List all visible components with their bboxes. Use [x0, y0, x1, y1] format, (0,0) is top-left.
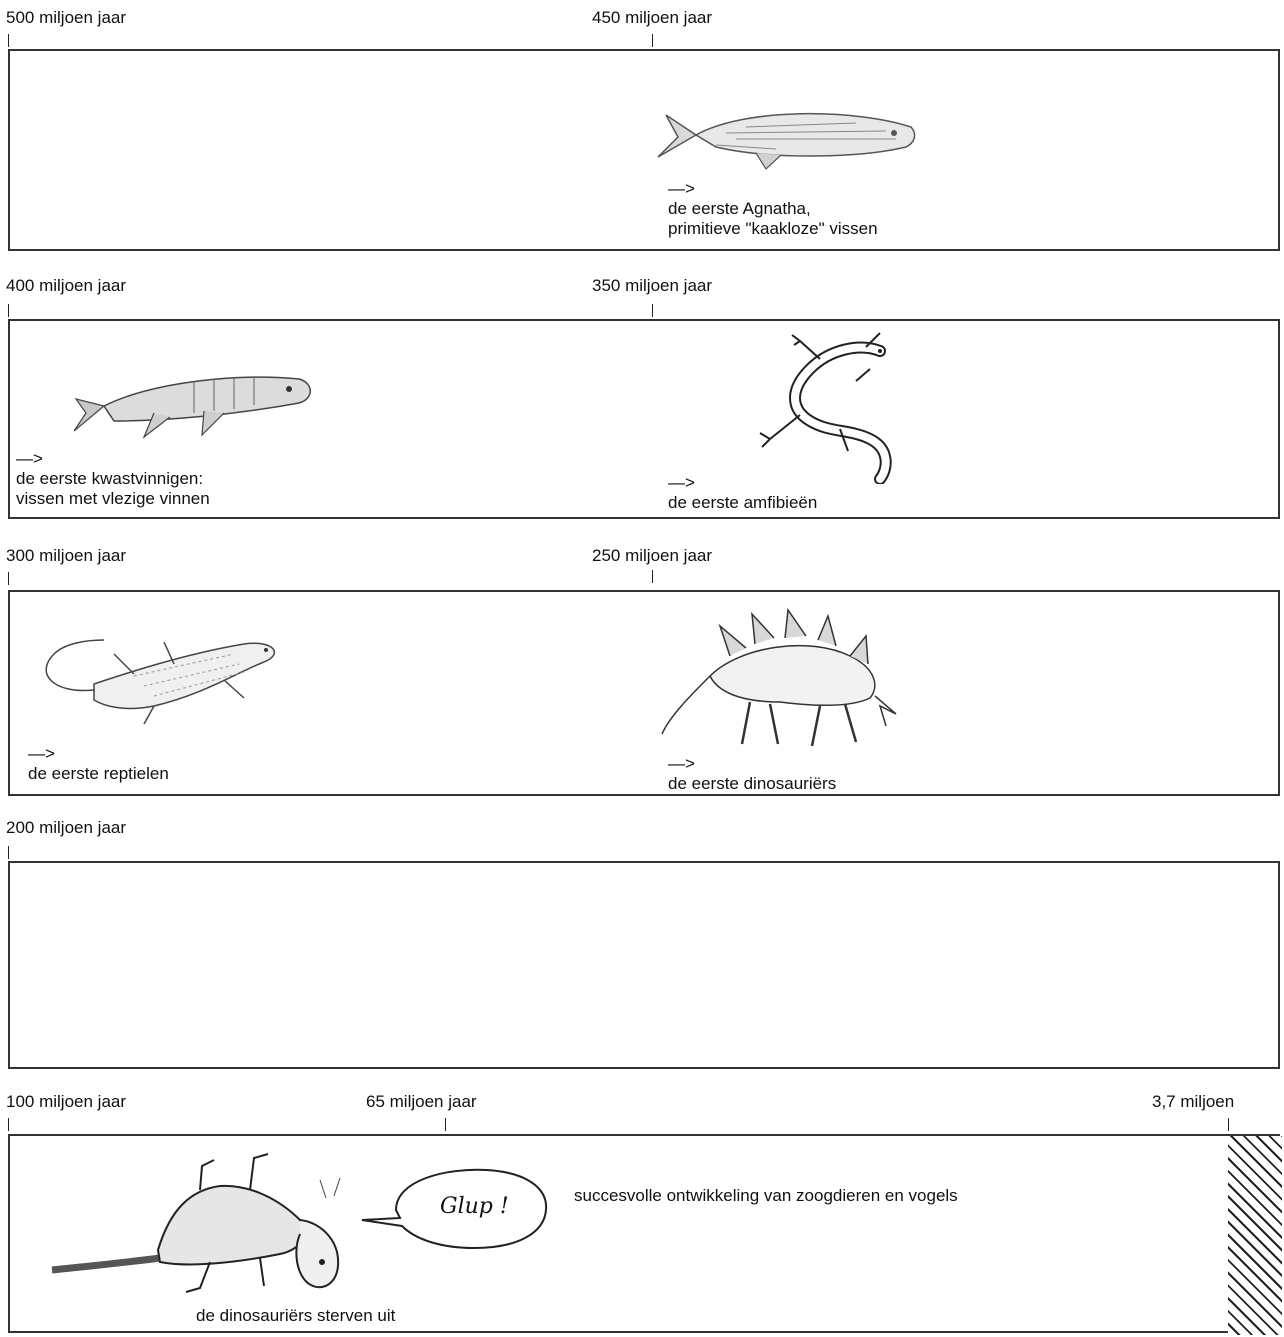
event-arrow: —> — [16, 449, 43, 469]
timeline-band-3: —> de eerste reptielen —> de eerste dino… — [8, 590, 1280, 796]
present-era-hatch — [1228, 1136, 1282, 1335]
amphibian-icon — [730, 329, 900, 484]
timeline-label-350: 350 miljoen jaar — [592, 276, 712, 296]
timeline-label-65: 65 miljoen jaar — [366, 1092, 477, 1112]
timeline-label-500: 500 miljoen jaar — [6, 8, 126, 28]
timeline-band-1: —> de eerste Agnatha, primitieve "kaaklo… — [8, 49, 1280, 251]
timeline-label-300: 300 miljoen jaar — [6, 546, 126, 566]
timeline-tick-300 — [8, 572, 9, 585]
lizard-icon — [34, 614, 294, 734]
timeline-tick-400 — [8, 304, 9, 317]
event-caption-line: de eerste dinosauriërs — [668, 774, 836, 794]
timeline-tick-100 — [8, 1118, 9, 1131]
timeline-band-4 — [8, 861, 1280, 1069]
timeline-tick-65 — [445, 1118, 446, 1131]
timeline-label-450: 450 miljoen jaar — [592, 8, 712, 28]
timeline-tick-450 — [652, 34, 653, 47]
event-arrow: —> — [668, 179, 695, 199]
fish-icon — [656, 87, 926, 177]
event-caption-line: de eerste amfibieën — [668, 493, 817, 513]
timeline-tick-500 — [8, 34, 9, 47]
timeline-band-5: Glup ! succesvolle ontwikkeling van zoog… — [8, 1134, 1280, 1333]
timeline-label-3-7: 3,7 miljoen — [1152, 1092, 1234, 1112]
timeline-tick-200 — [8, 846, 9, 859]
event-caption-line: de eerste kwastvinnigen: — [16, 469, 203, 489]
event-caption-line: de dinosauriërs sterven uit — [196, 1306, 395, 1326]
event-arrow: —> — [28, 744, 55, 764]
event-caption-line: vissen met vlezige vinnen — [16, 489, 210, 509]
timeline-label-200: 200 miljoen jaar — [6, 818, 126, 838]
event-caption-line: de eerste Agnatha, — [668, 199, 811, 219]
timeline-label-100: 100 miljoen jaar — [6, 1092, 126, 1112]
event-caption-line: primitieve "kaakloze" vissen — [668, 219, 878, 239]
timeline-label-400: 400 miljoen jaar — [6, 276, 126, 296]
lobe-finned-fish-icon — [74, 351, 334, 441]
timeline-tick-350 — [652, 304, 653, 317]
speech-bubble-text: Glup ! — [440, 1194, 509, 1219]
event-arrow: —> — [668, 473, 695, 493]
stegosaurus-icon — [660, 606, 900, 751]
event-caption-line: succesvolle ontwikkeling van zoogdieren … — [574, 1186, 958, 1206]
timeline-tick-3-7 — [1228, 1118, 1229, 1131]
timeline-band-2: —> de eerste kwastvinnigen: vissen met v… — [8, 319, 1280, 519]
event-caption-line: de eerste reptielen — [28, 764, 169, 784]
timeline-label-250: 250 miljoen jaar — [592, 546, 712, 566]
event-arrow: —> — [668, 754, 695, 774]
timeline-tick-250 — [652, 570, 653, 583]
dead-dinosaur-icon — [50, 1150, 370, 1300]
